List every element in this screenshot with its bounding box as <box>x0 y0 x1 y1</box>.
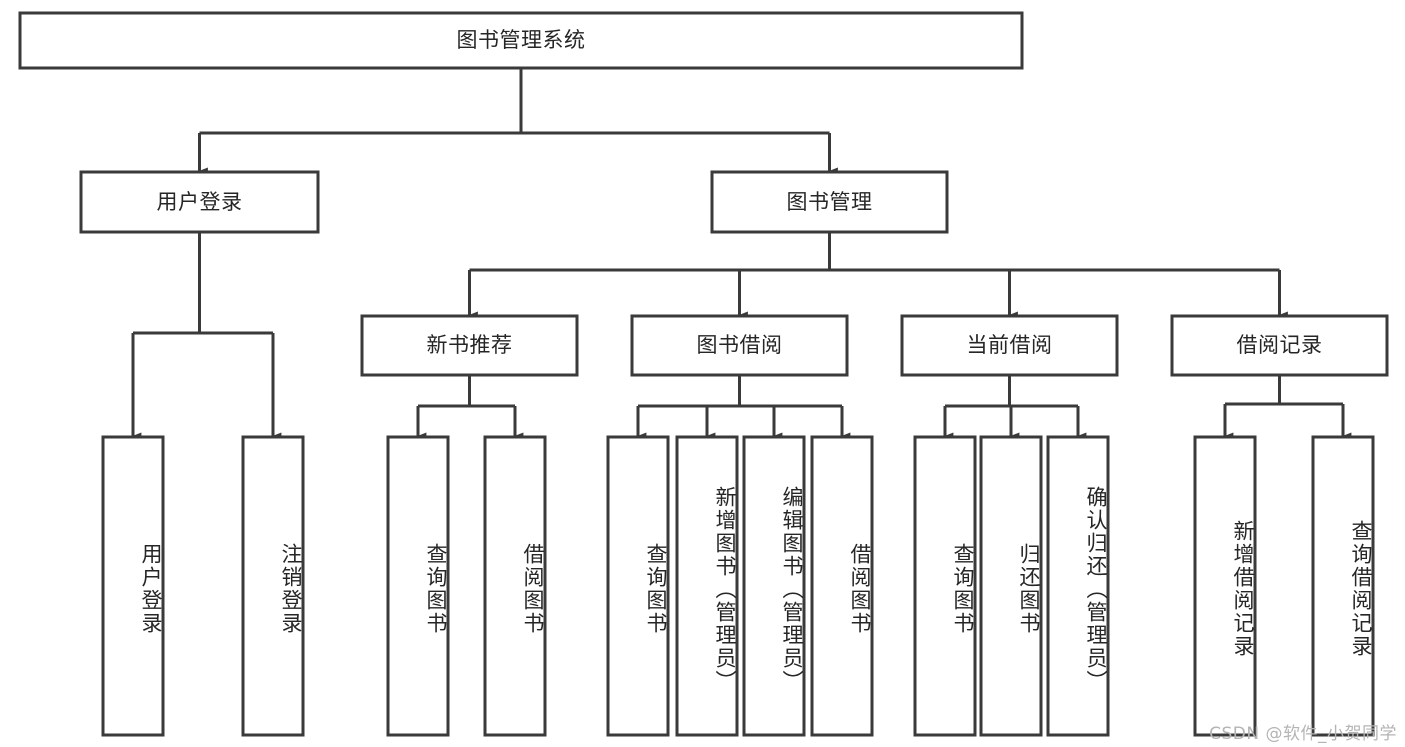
node-box-leaf-confirm-return[interactable] <box>1046 435 1110 737</box>
node-box-book-manage[interactable] <box>710 170 949 234</box>
node-box-user-login[interactable] <box>79 170 320 234</box>
watermark-text: CSDN @软件_小贺同学 <box>1209 724 1397 744</box>
node-box-leaf-borrow-book-2[interactable] <box>810 435 874 737</box>
node-layer <box>18 11 1389 737</box>
node-box-current-borrow[interactable] <box>900 314 1119 377</box>
node-box-leaf-user-login[interactable] <box>101 435 165 737</box>
node-box-borrow-record[interactable] <box>1170 314 1389 377</box>
node-box-leaf-edit-book[interactable] <box>742 435 806 737</box>
edge-layer <box>131 68 1352 440</box>
node-box-leaf-borrow-book-1[interactable] <box>483 435 547 737</box>
node-box-leaf-add-book[interactable] <box>675 435 739 737</box>
node-box-new-book-rec[interactable] <box>360 314 579 377</box>
node-box-root[interactable] <box>18 11 1024 70</box>
node-box-leaf-query-book-1[interactable] <box>386 435 450 737</box>
node-box-leaf-user-logout[interactable] <box>241 435 305 737</box>
node-box-leaf-query-book-2[interactable] <box>606 435 670 737</box>
node-box-leaf-return-book[interactable] <box>979 435 1043 737</box>
node-box-leaf-query-book-3[interactable] <box>913 435 977 737</box>
node-box-book-borrow[interactable] <box>630 314 849 377</box>
node-box-leaf-query-record[interactable] <box>1311 435 1375 737</box>
node-box-leaf-add-record[interactable] <box>1193 435 1257 737</box>
